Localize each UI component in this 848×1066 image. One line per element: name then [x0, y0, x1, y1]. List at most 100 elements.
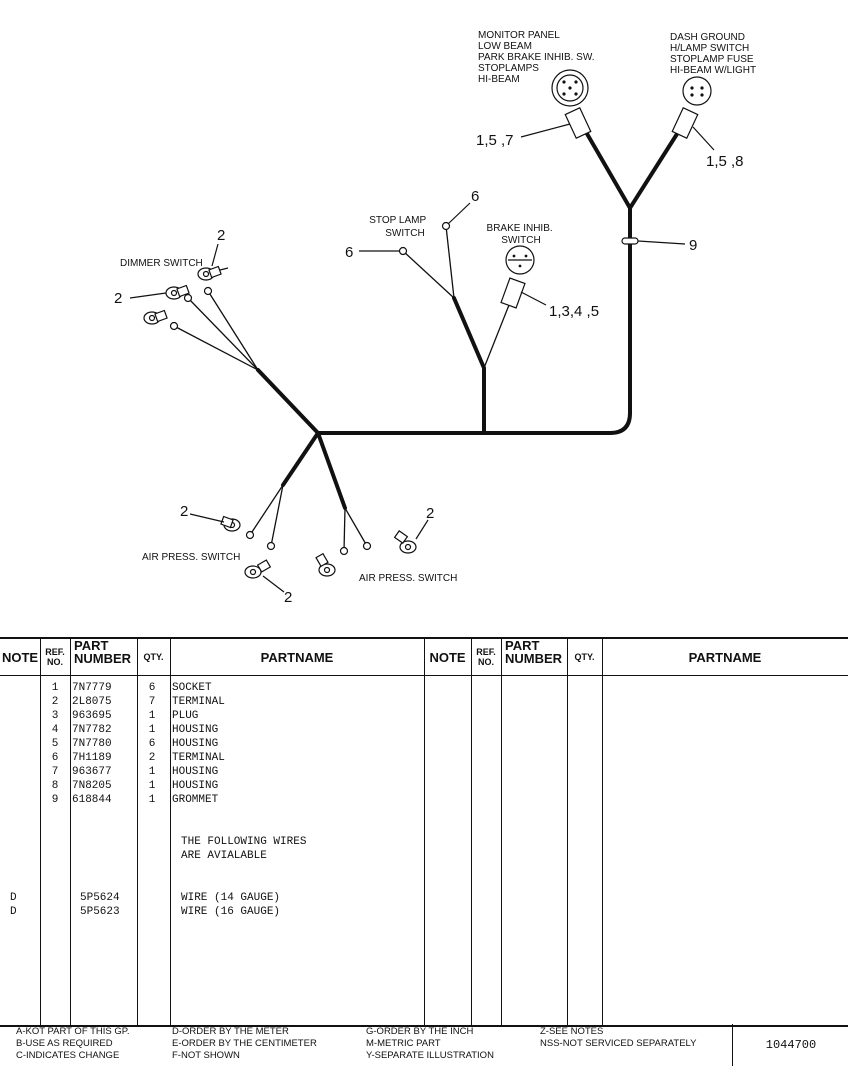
cell-note: [10, 695, 30, 709]
cell-name: HOUSING: [172, 724, 219, 736]
wire-air-left-1: [249, 484, 284, 536]
header-note: NOTE: [0, 639, 40, 676]
wire-dimmer-3: [173, 325, 259, 371]
cell-note: [10, 751, 30, 765]
loose-terminal-dimmer-low: [143, 309, 168, 325]
dash-ground-label: DASH GROUND H/LAMP SWITCH STOPLAMP FUSE …: [670, 32, 756, 76]
cell-part: 963695: [72, 710, 112, 722]
wire-dimmer-1: [207, 290, 259, 371]
harness-branch-lower-right: [316, 431, 347, 510]
grommet: [621, 237, 639, 245]
stop-lamp-switch-label: STOP LAMP SWITCH: [369, 215, 428, 239]
callout-air-right: 2: [426, 505, 434, 522]
loose-terminal-air-mid: [315, 552, 336, 577]
callout-stop-lamp-upper: 6: [471, 188, 479, 205]
harness-branch-dash: [628, 132, 679, 210]
cell-part: 7N7779: [72, 682, 112, 694]
cell-qty: 6: [148, 682, 156, 694]
loose-terminal-dimmer-upper: [197, 265, 229, 281]
cell-name: WIRE (16 GAUGE): [181, 906, 281, 918]
ring-terminal-air-left-1: [245, 530, 255, 540]
cell-note: [10, 709, 30, 723]
cell-qty: 2: [148, 752, 156, 764]
cell-name: TERMINAL: [172, 696, 225, 708]
header-ref-no-right: REF.NO.: [471, 639, 501, 676]
callout-air-left-upper: 2: [180, 503, 188, 520]
ring-terminal-dimmer-3: [169, 321, 179, 331]
cell-ref: 6: [51, 752, 59, 764]
cell-name: PLUG: [172, 710, 199, 722]
cell-note: [10, 779, 30, 793]
ring-terminal-dimmer-2: [183, 293, 193, 303]
air-press-switch-left-label: AIR PRESS. SWITCH: [142, 552, 240, 563]
dimmer-switch-label: DIMMER SWITCH: [120, 258, 203, 269]
monitor-panel-label: MONITOR PANEL LOW BEAM PARK BRAKE INHIB.…: [478, 30, 597, 85]
header-qty-right: QTY.: [567, 639, 602, 676]
cell-note: D: [10, 892, 17, 904]
cell-ref: 9: [51, 794, 59, 806]
ring-terminal-air-right-2: [362, 541, 372, 551]
cell-qty: 6: [148, 738, 156, 750]
cell-ref: 7: [51, 766, 59, 778]
harness-branch-lower-left: [281, 431, 320, 487]
header-note-right: NOTE: [424, 639, 471, 676]
wire-air-left-2: [270, 484, 284, 547]
cell-name: GROMMET: [172, 794, 219, 806]
dash-ground-connector: [671, 76, 712, 139]
cell-part: 963677: [72, 766, 112, 778]
document-number: 1044700: [732, 1024, 848, 1066]
cell-part: 7N8205: [72, 780, 112, 792]
wire-note-line: THE FOLLOWING WIRES: [181, 836, 307, 848]
cell-part: 2L8075: [72, 696, 112, 708]
callout-air-left-lower: 2: [284, 589, 292, 606]
cell-name: SOCKET: [172, 682, 212, 694]
cell-note: [10, 681, 30, 695]
harness-branch-monitor: [584, 130, 632, 210]
ring-terminal-air-left-2: [266, 541, 276, 551]
harness-trunk: [316, 206, 632, 435]
cell-ref: 4: [51, 724, 59, 736]
cell-note: [10, 765, 30, 779]
cell-part: 618844: [72, 794, 112, 806]
callout-monitor-plug: 1,5 ,7: [476, 132, 514, 149]
wire-dimmer-2: [187, 297, 259, 371]
cell-part: 7H1189: [72, 752, 112, 764]
cell-ref: 8: [51, 780, 59, 792]
header-ref-no: REF.NO.: [40, 639, 70, 676]
callout-dimmer-upper: 2: [217, 227, 225, 244]
cell-ref: 2: [51, 696, 59, 708]
wire-stop-lamp-left: [402, 250, 455, 299]
callout-stop-lamp-left: 6: [345, 244, 353, 261]
cell-part: 7N7780: [72, 738, 112, 750]
callout-dash-plug: 1,5 ,8: [706, 153, 744, 170]
ring-terminal-stop-lamp-upper: [441, 221, 451, 231]
loose-terminal-air-right: [393, 530, 417, 554]
brake-inhib-switch-label: BRAKE INHIB. SWITCH: [487, 223, 556, 246]
wire-brake-inhib: [483, 299, 512, 369]
cell-part: 5P5623: [80, 906, 120, 918]
air-press-switch-right-label: AIR PRESS. SWITCH: [359, 573, 457, 584]
ring-terminal-air-right-1: [339, 546, 349, 556]
wire-air-right-1: [343, 507, 346, 552]
callout-grommet: 9: [689, 237, 697, 254]
loose-terminal-dimmer-mid: [165, 284, 190, 300]
brake-inhib-connector: [500, 245, 535, 309]
cell-ref: 5: [51, 738, 59, 750]
wiring-harness-diagram: MONITOR PANEL LOW BEAM PARK BRAKE INHIB.…: [114, 30, 756, 606]
header-qty: QTY.: [137, 639, 170, 676]
wire-air-right-2: [344, 507, 368, 547]
cell-note: [10, 793, 30, 807]
cell-qty: 1: [148, 794, 156, 806]
cell-qty: 1: [148, 780, 156, 792]
header-partname-right: PARTNAME: [602, 639, 848, 676]
loose-terminal-air-left-lower: [244, 559, 272, 579]
cell-name: WIRE (14 GAUGE): [181, 892, 281, 904]
cell-note: D: [10, 906, 17, 918]
callout-dimmer-left: 2: [114, 290, 122, 307]
